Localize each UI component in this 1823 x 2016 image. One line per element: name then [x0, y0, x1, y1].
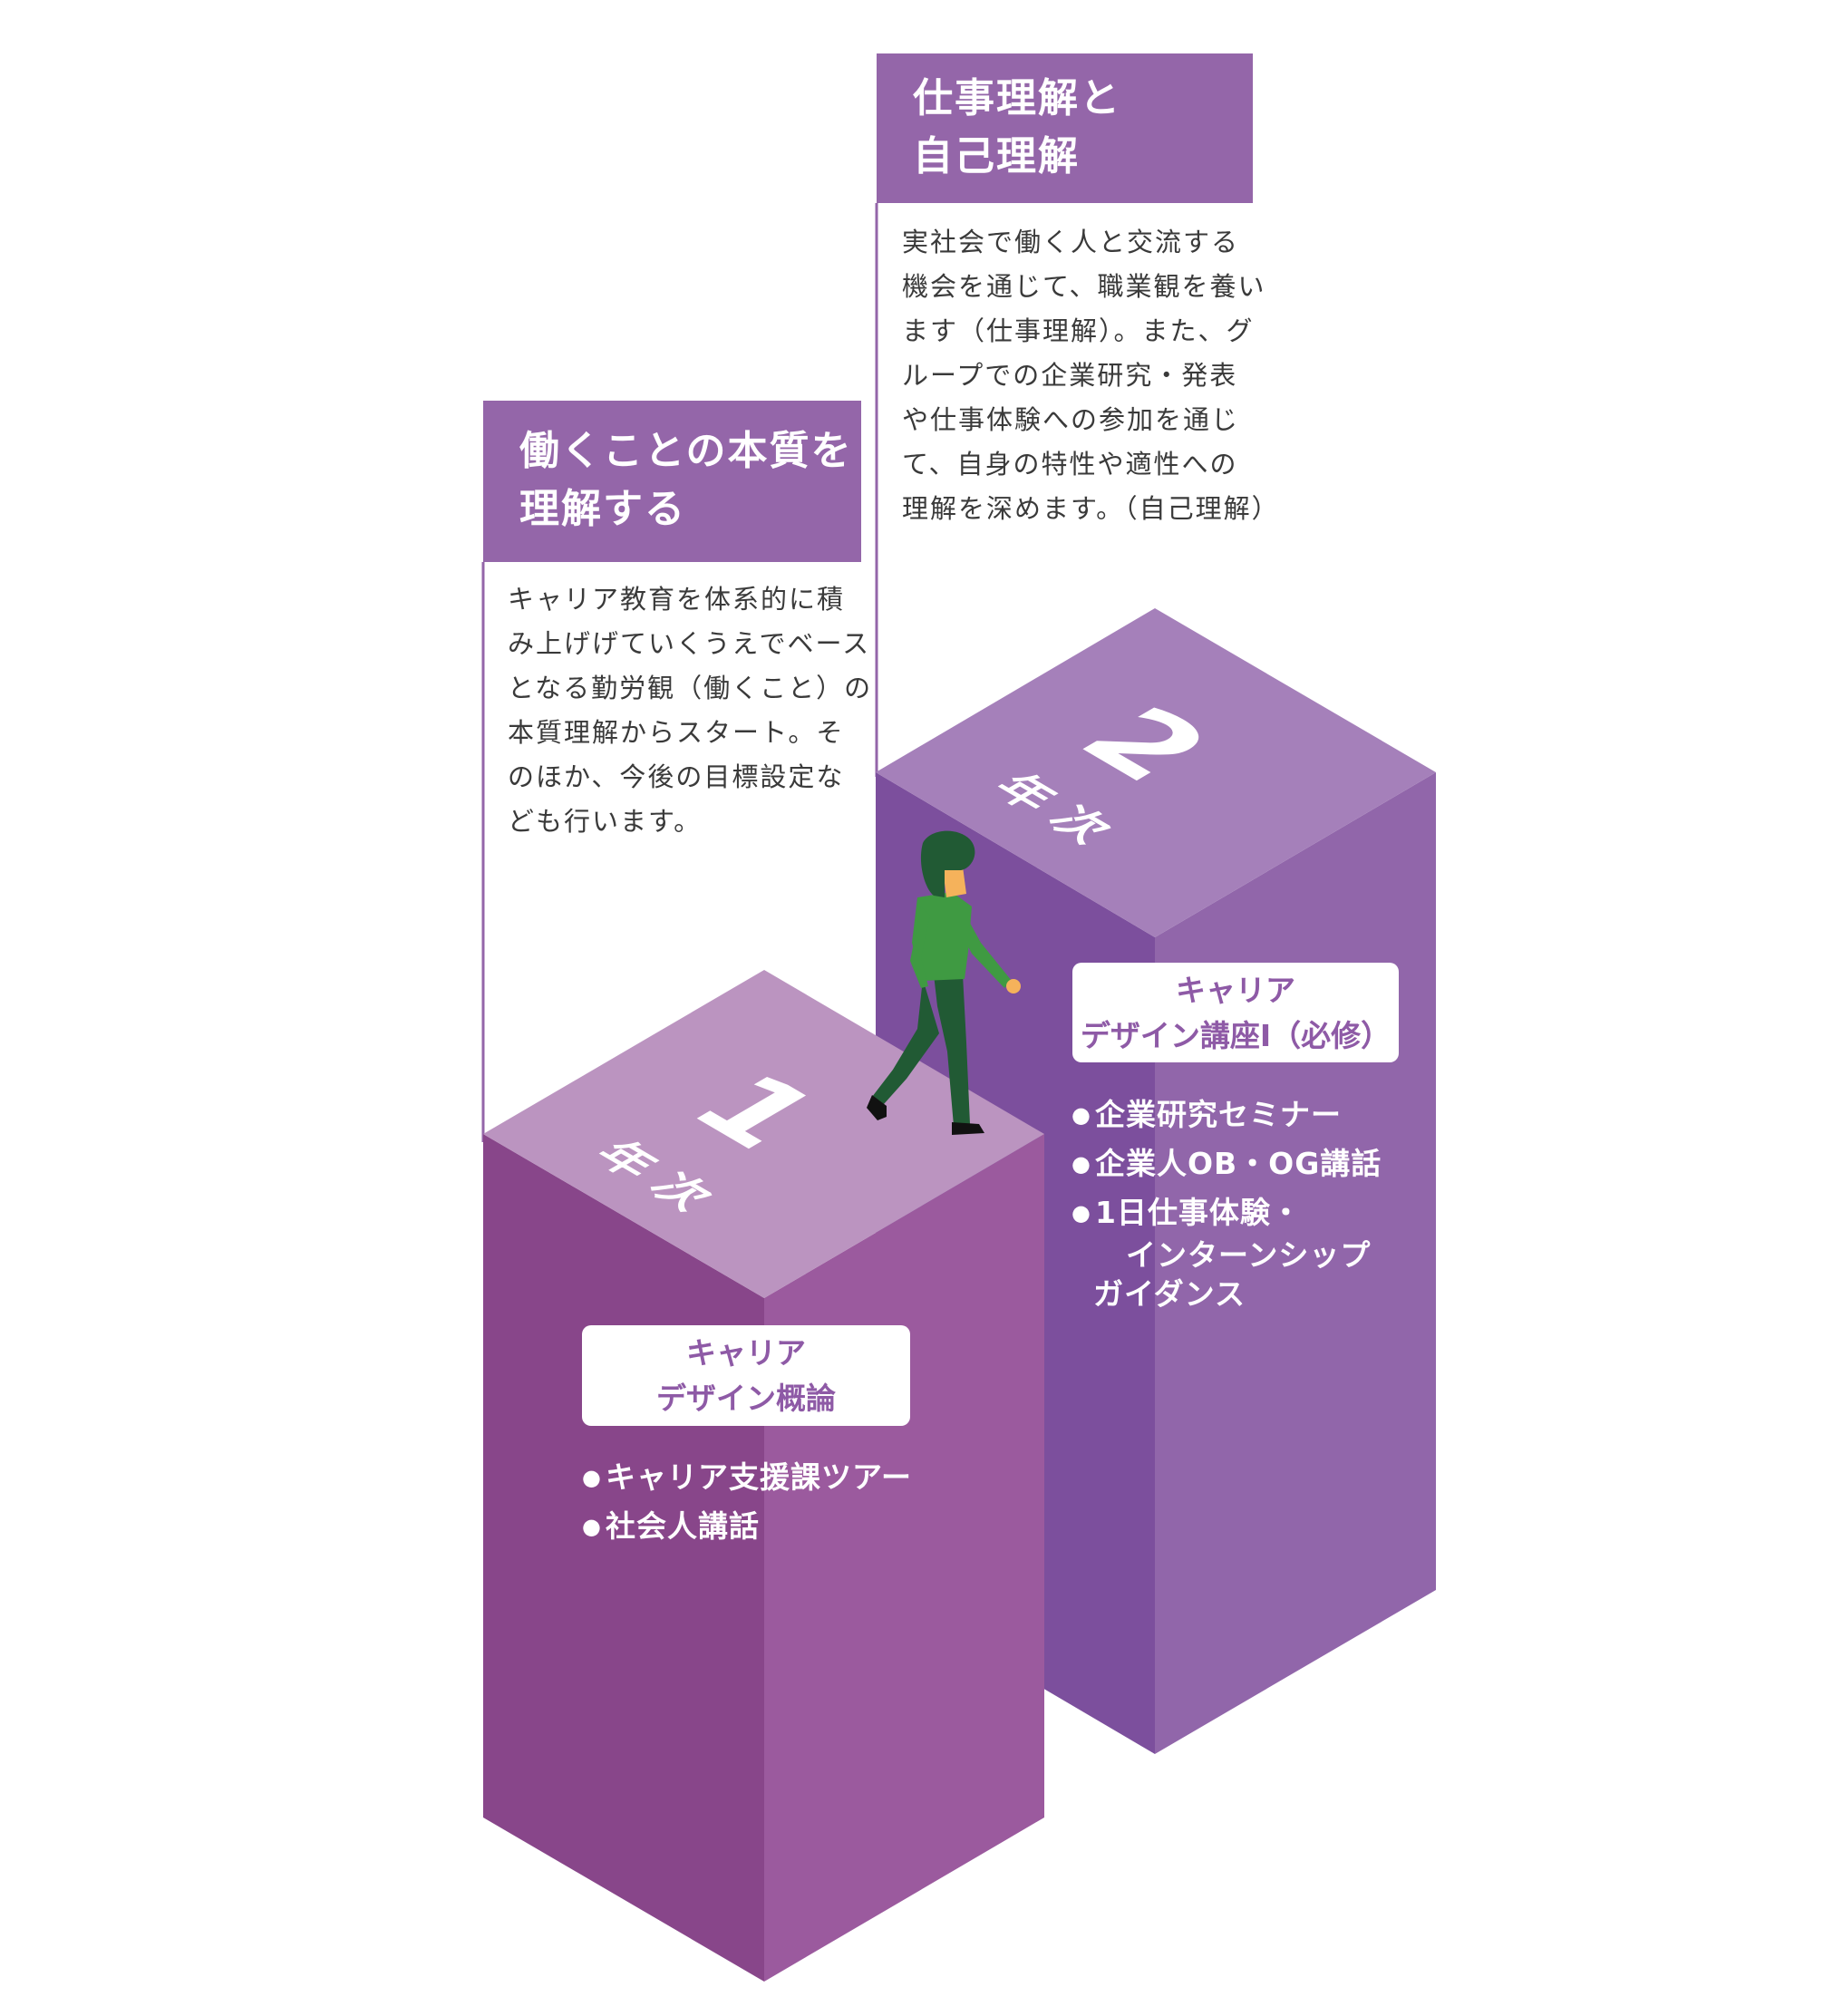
step1-description-line: キャリア教育を体系的に積 [508, 584, 846, 615]
step2-heading-line: 自己理解 [913, 133, 1080, 179]
step2-course-badge: キャリア デザイン講座Ⅰ（必修） [1072, 963, 1399, 1062]
step2-heading-line: 仕事理解と [913, 75, 1121, 121]
step2-item-continuation: インターンシップ [1126, 1237, 1372, 1273]
step2-item-continuation: ガイダンス [1093, 1276, 1246, 1312]
step2-description-line: ます（仕事理解）。また、グ [902, 315, 1255, 346]
step2-description-line: 理解を深めます。（自己理解） [902, 493, 1280, 524]
step2-item: 企業研究セミナー [1071, 1090, 1382, 1139]
step1-course-line: キャリア [686, 1335, 806, 1371]
step1-item: 社会人講話 [582, 1502, 912, 1551]
step1-description-line: ども行います。 [508, 806, 703, 837]
step1-heading-line: 働くことの本質を [519, 428, 853, 474]
step1-description-line: のほか、今後の目標設定な [508, 761, 845, 792]
step1-item: キャリア支援課ツアー [582, 1453, 912, 1502]
step2-item-list: 企業研究セミナー 企業人OB・OG講話 1日仕事体験・ インターンシップ ガイダ… [1071, 1090, 1382, 1315]
step1-description-line: 本質理解からスタート。そ [508, 717, 845, 748]
step1-heading: 働くことの本質を 理解する [483, 401, 861, 562]
step2-course-line: キャリア [1176, 973, 1295, 1008]
step2-top-face [876, 608, 1436, 937]
step2-description-line: ループでの企業研究・発表 [902, 360, 1238, 391]
step1-course-badge: キャリア デザイン概論 [582, 1325, 910, 1426]
step1-description-line: となる勤労観（働くこと）の [508, 673, 873, 703]
step2-item: 1日仕事体験・ [1071, 1188, 1382, 1237]
step2-description: 実社会で働く人と交流する 機会を通じて、職業観を養い ます（仕事理解）。また、グ… [902, 220, 1280, 531]
step2-description-line: て、自身の特性や適性への [902, 449, 1238, 480]
step2-description-line: 機会を通じて、職業観を養い [902, 271, 1266, 302]
step1-description-line: み上げげていくうえでベース [508, 628, 871, 659]
step2-item: 企業人OB・OG講話 [1071, 1139, 1382, 1188]
step2-description-line: や仕事体験への参加を通じ [902, 404, 1240, 435]
step1-description: キャリア教育を体系的に積 み上げげていくうえでベース となる勤労観（働くこと）の… [508, 577, 872, 844]
step1-item-list: キャリア支援課ツアー 社会人講話 [582, 1453, 912, 1551]
step2-heading: 仕事理解と 自己理解 [877, 53, 1253, 203]
step2-course-line: デザイン講座Ⅰ（必修） [1080, 1018, 1391, 1053]
step2-description-line: 実社会で働く人と交流する [902, 227, 1240, 257]
walking-person-figure [867, 830, 1021, 1135]
step1-course-line: デザイン概論 [656, 1381, 836, 1416]
step1-heading-line: 理解する [519, 486, 686, 532]
